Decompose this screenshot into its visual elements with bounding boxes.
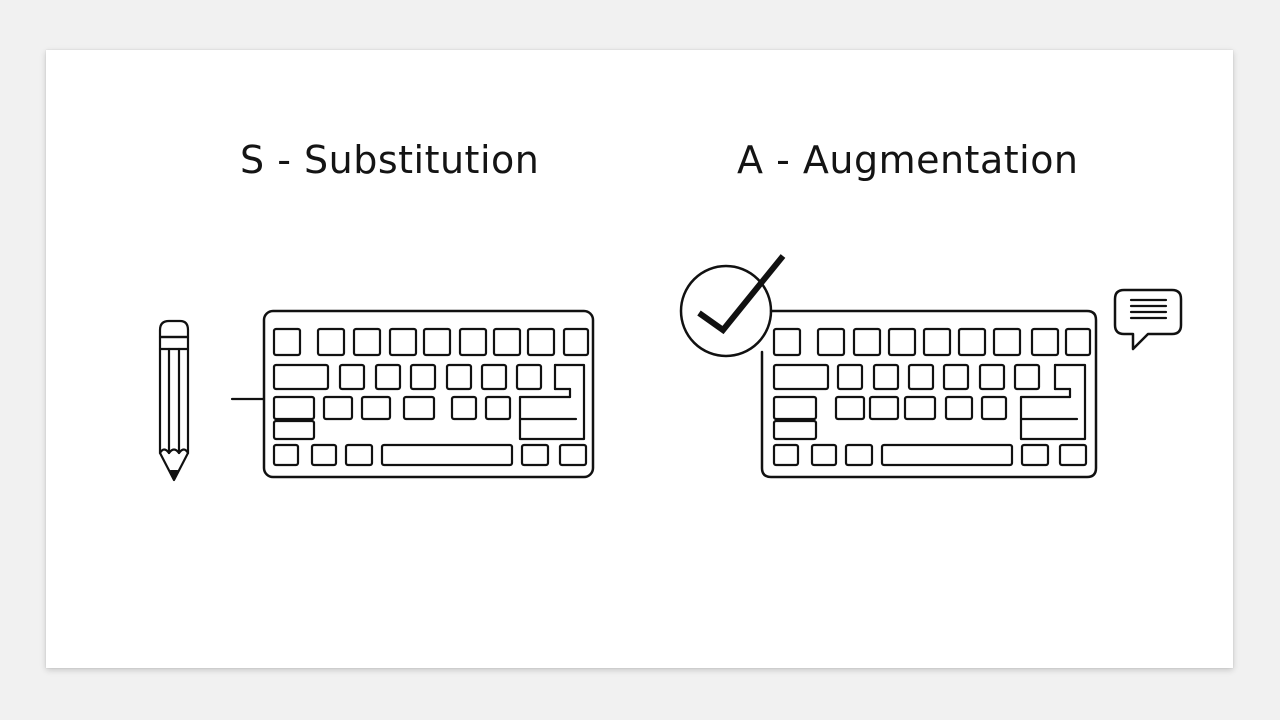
slide-card xyxy=(46,50,1233,668)
substitution-title: S - Substitution xyxy=(240,138,540,182)
checkmark-circle-icon xyxy=(679,254,786,358)
keyboard-icon xyxy=(760,309,1098,479)
pencil-icon xyxy=(158,319,190,482)
keyboard-icon xyxy=(262,309,595,479)
augmentation-title: A - Augmentation xyxy=(737,138,1079,182)
chat-bubble-icon xyxy=(1113,288,1183,351)
